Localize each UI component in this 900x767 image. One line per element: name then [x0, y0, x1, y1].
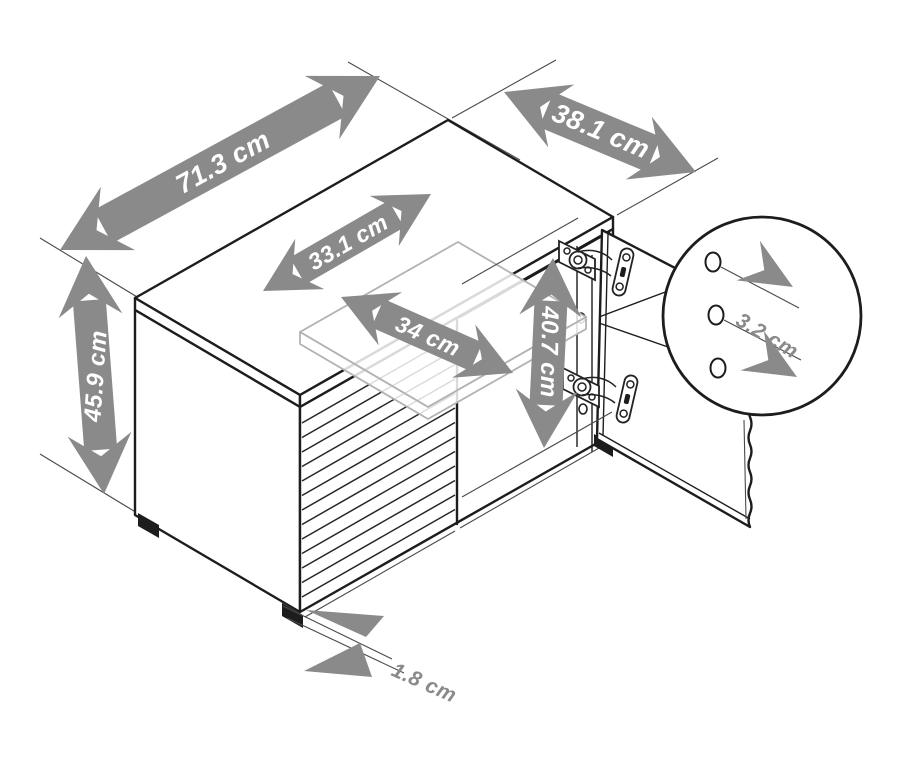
thickness-arrowhead-lower — [304, 643, 372, 677]
dim-interior-height-label: 40.7 cm — [535, 305, 564, 398]
shelf-pin-hole-lower — [578, 403, 588, 415]
dim-height-label: 45.9 cm — [79, 329, 112, 423]
dim-arrow-height: 45.9 cm — [58, 256, 132, 494]
detail-callout: 3.2 cm — [598, 215, 863, 417]
detail-hole-3 — [709, 357, 727, 379]
cabinet-foot-back-left — [138, 513, 159, 538]
thickness-arrowhead-upper — [306, 610, 384, 637]
dim-arrow-interior-height: 40.7 cm — [515, 258, 582, 448]
dim-arrow-depth: 38.1 cm — [504, 84, 696, 180]
cabinet-foot-front-left — [282, 603, 303, 628]
hole-spacing-arrowhead-upper — [736, 240, 793, 287]
hole-spacing-arrowhead-lower — [740, 330, 797, 377]
dim-depth-label: 38.1 cm — [548, 97, 654, 164]
dim-arrow-shelf-depth: 34 cm — [341, 292, 513, 378]
detail-hole-2 — [707, 304, 725, 326]
dim-panel-thickness-label: 1.8 cm — [388, 659, 460, 708]
detail-hole-1 — [704, 251, 722, 273]
removable-shelf-ghost — [299, 241, 587, 420]
dim-panel-thickness: 1.8 cm — [282, 605, 460, 708]
